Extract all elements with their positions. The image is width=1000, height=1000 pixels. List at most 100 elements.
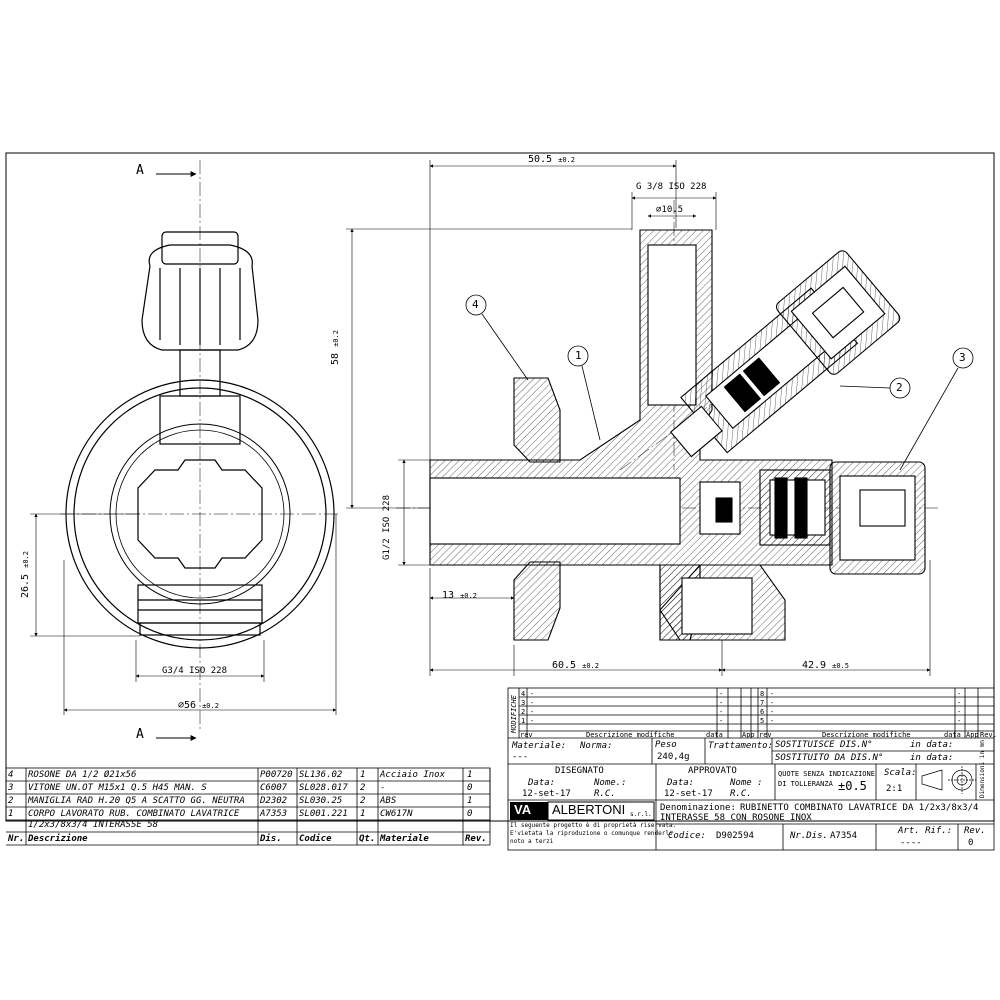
parts-desc: CORPO LAVORATO RUB. COMBINATO LAVATRICE <box>28 809 240 819</box>
peso-value: 240,4g <box>657 752 690 762</box>
parts-rev: 0 <box>467 783 473 793</box>
mod-rev-left: 3 <box>521 699 526 707</box>
mod-dash: - <box>530 699 535 707</box>
parts-header-qt: Qt. <box>359 834 376 844</box>
dis-data-label: Data: <box>528 778 556 788</box>
app-data-value: 12-set-17 <box>664 789 713 799</box>
parts-mat: Acciaio Inox <box>380 770 446 780</box>
dim-left-thread: G1/2 ISO 228 <box>382 494 392 560</box>
disegnato-label: DISEGNATO <box>555 766 604 776</box>
parts-dis: P00720 <box>260 770 293 780</box>
sostituisce-label: SOSTITUISCE DIS.N° <box>775 740 873 750</box>
section-label-a-bottom: A <box>136 727 144 742</box>
parts-qt: 1 <box>360 770 366 780</box>
logo-srl: s.r.l. <box>630 811 652 818</box>
quote-value: ±0.5 <box>838 779 867 793</box>
mod-dash: - <box>770 690 775 698</box>
mod-dash: - <box>719 708 724 716</box>
artrif-value: ---- <box>900 838 922 848</box>
mod-dash: - <box>530 717 535 725</box>
balloon-3: 3 <box>959 351 966 364</box>
parts-desc: ROSONE DA 1/2 Ø21x56 <box>28 770 137 780</box>
mod-header-app: App <box>742 731 755 739</box>
projection-symbol <box>921 766 976 794</box>
mod-header-data: data <box>706 731 723 739</box>
parts-rev: 0 <box>467 809 473 819</box>
dim-rosette-diameter: ⌀56 ±0.2 <box>178 700 219 711</box>
trattamento-label: Trattamento: <box>708 741 774 751</box>
parts-qt: 1 <box>360 809 366 819</box>
parts-code: SL136.02 <box>299 770 343 780</box>
balloon-4: 4 <box>472 298 479 311</box>
scala-value: 2:1 <box>886 784 903 794</box>
quote-label-1: QUOTE SENZA INDICAZIONE <box>778 770 875 778</box>
dis-nome-value: R.C. <box>594 789 616 799</box>
mod-dash: - <box>530 708 535 716</box>
dim-overall-width: 50.5 ±0.2 <box>528 154 575 165</box>
mod-dash: - <box>957 717 962 725</box>
mod-dash: - <box>770 717 775 725</box>
parts-mat: - <box>380 783 386 793</box>
dim-left-shoulder: 13 ±0.2 <box>442 590 477 601</box>
parts-desc-line2: 1/2x3/8x3/4 INTERASSE 58 <box>28 820 159 830</box>
parts-dis: A7353 <box>260 809 288 819</box>
parts-rev: 1 <box>467 770 473 780</box>
quote-label-2: DI TOLLERANZA <box>778 780 833 788</box>
balloon-2: 2 <box>896 381 903 394</box>
mod-header-desc-right: Descrizione modifiche <box>822 731 911 739</box>
denominazione-value: RUBINETTO COMBINATO LAVATRICE DA 1/2x3/8… <box>740 803 979 813</box>
app-nome-value: R.C. <box>730 789 752 799</box>
mod-header-rev-right: rev <box>759 731 772 739</box>
drawing-frame <box>5 152 995 822</box>
legal-line-1: Il seguente progetto è di proprietà rise… <box>510 822 677 829</box>
sostituito-in-data: in data: <box>910 753 954 763</box>
mod-dash: - <box>719 717 724 725</box>
mod-rev-right: 5 <box>760 717 765 725</box>
parts-header-dis: Dis. <box>260 834 282 844</box>
peso-label: Peso <box>655 740 677 750</box>
parts-header-rev: Rev. <box>465 834 487 844</box>
scala-label: Scala: <box>884 768 917 778</box>
modifiche-label: MODIFICHE <box>510 695 518 733</box>
parts-header-desc: Descrizione <box>28 834 88 844</box>
parts-desc: MANIGLIA RAD H.20 Q5 A SCATTO GG. NEUTRA <box>28 796 245 806</box>
sostituisce-in-data: in data: <box>910 740 954 750</box>
logo-va: VA <box>514 802 532 817</box>
parts-code: SL001.221 <box>299 809 348 819</box>
mod-header-desc: Descrizione modifiche <box>586 731 675 739</box>
parts-rev: 1 <box>467 796 473 806</box>
sostituito-label: SOSTITUITO DA DIS.N° <box>775 753 884 763</box>
app-nome-label: Nome : <box>730 778 763 788</box>
logo-box <box>510 801 655 821</box>
front-view-dimensions <box>30 171 337 741</box>
mod-dash: - <box>719 690 724 698</box>
artrif-label: Art. Rif.: <box>898 826 953 836</box>
parts-code: SL028.017 <box>299 783 348 793</box>
parts-list-grid <box>5 767 491 846</box>
mod-header-rev2: Rev. <box>980 731 997 739</box>
approvato-label: APPROVATO <box>688 766 737 776</box>
parts-qt: 2 <box>360 783 366 793</box>
nrdis-value: A7354 <box>830 831 858 841</box>
mod-dash: - <box>957 699 962 707</box>
dim-front-thread: G3/4 ISO 228 <box>162 666 228 676</box>
legal-line-2: E'vietata la riproduzione o comunque ren… <box>510 830 673 837</box>
rev-label: Rev. <box>964 826 986 836</box>
norma-label: Norma: <box>580 741 613 751</box>
parts-header-code: Codice <box>299 834 332 844</box>
mod-dash: - <box>957 708 962 716</box>
mod-header-app-right: App <box>966 731 979 739</box>
app-data-label: Data: <box>667 778 695 788</box>
parts-dis: C6007 <box>260 783 288 793</box>
parts-code: SL030.25 <box>299 796 343 806</box>
parts-mat: ABS <box>380 796 397 806</box>
mod-header-rev: rev <box>520 731 533 739</box>
codice-label: Codice: <box>668 831 706 841</box>
parts-desc: VITONE UN.OT M15x1 Q.5 H45 MAN. S <box>28 783 207 793</box>
mod-dash: - <box>530 690 535 698</box>
denominazione-label: Denominazione: <box>660 803 736 813</box>
mod-rev-left: 2 <box>521 708 526 716</box>
nrdis-label: Nr.Dis. <box>790 831 828 841</box>
legal-line-3: noto a terzi <box>510 838 554 845</box>
